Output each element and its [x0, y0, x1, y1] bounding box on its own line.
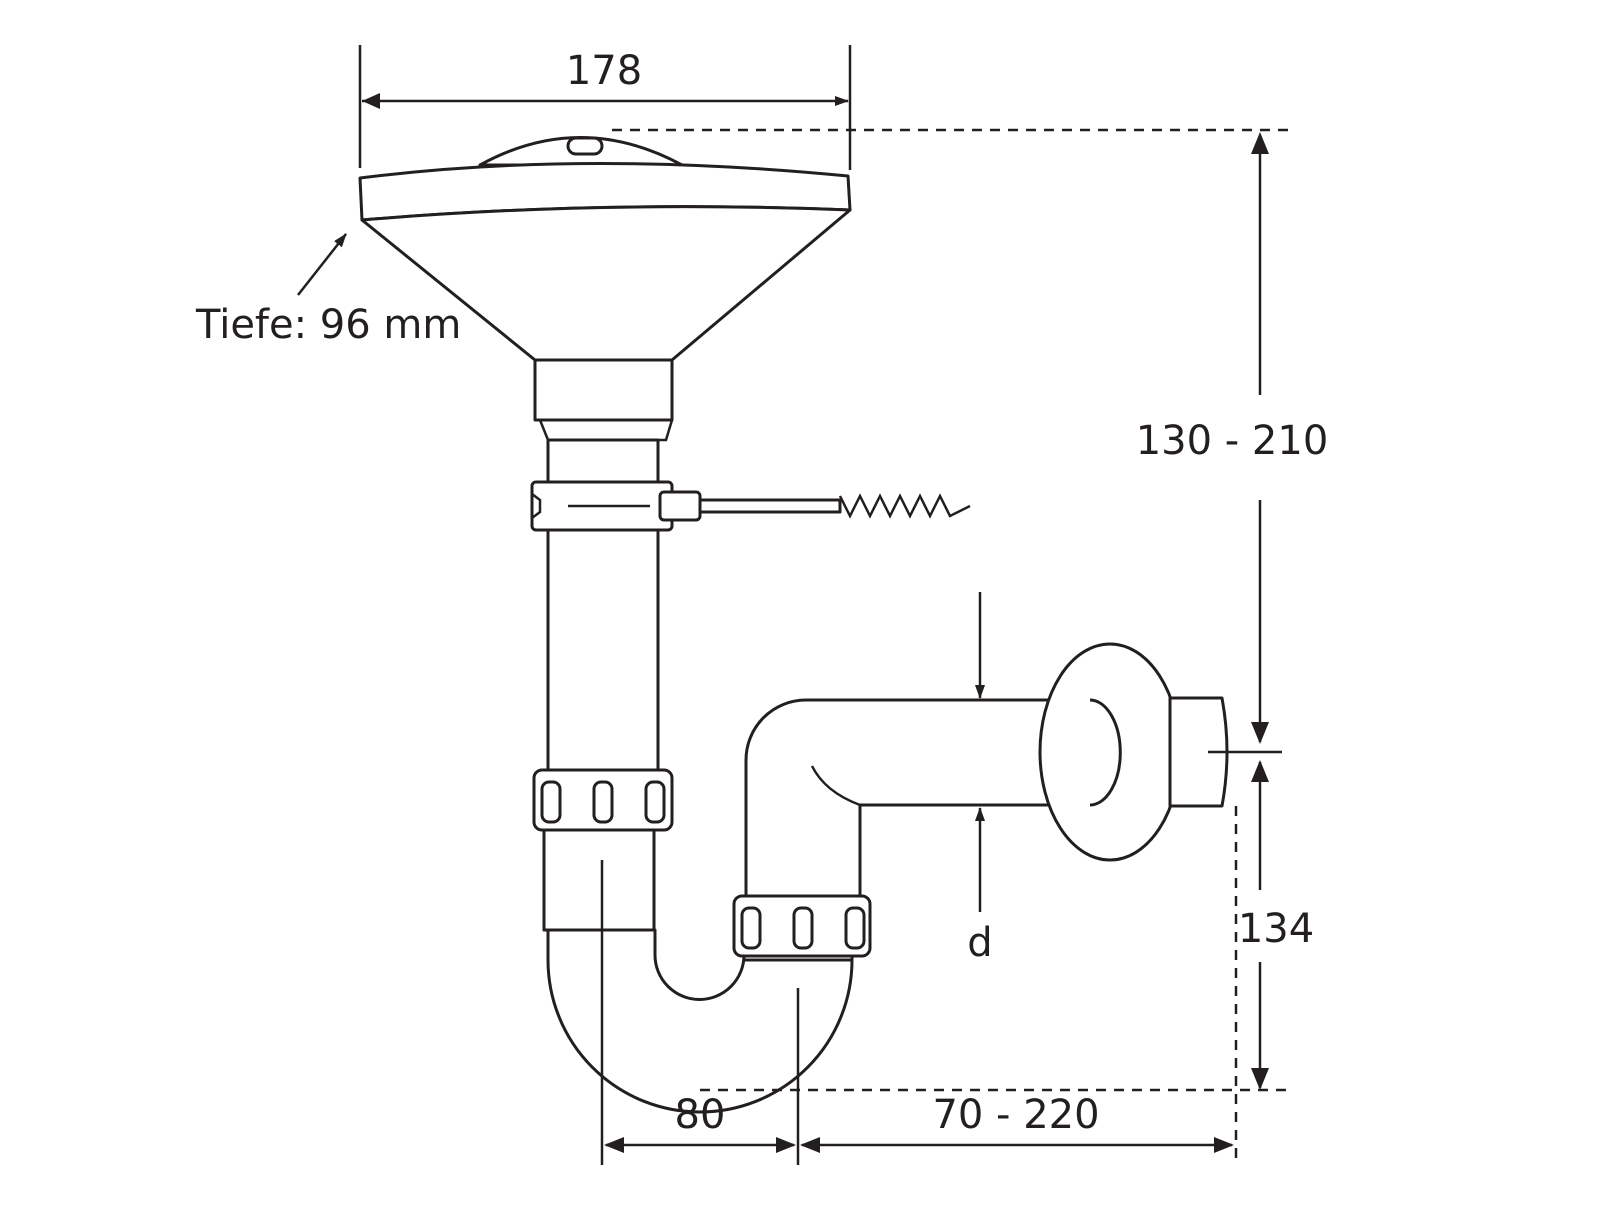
nut-grip-5: [792, 906, 814, 950]
elbow-inner: [810, 765, 861, 807]
nut-grip-6: [844, 906, 866, 950]
nut-grip-2: [592, 780, 614, 824]
bowl-funnel: [360, 205, 852, 362]
screw-shank: [698, 498, 842, 514]
dim-diameter: d: [967, 592, 993, 966]
clamp-notch: [531, 493, 542, 519]
sink-bowl: [358, 136, 852, 442]
screw-thread: [838, 493, 971, 519]
dim-depth: Tiefe: 96 mm: [195, 233, 461, 348]
nut-grip-4: [740, 906, 762, 950]
dim-height-range: 130 - 210: [612, 128, 1329, 754]
nut-grip-3: [644, 780, 666, 824]
dim-width: 178: [358, 45, 852, 170]
screw-head: [658, 490, 702, 522]
arm-end-cap: [1089, 698, 1122, 807]
dim-bottom: 80 70 - 220: [600, 806, 1238, 1165]
wall-socket: [1168, 696, 1229, 808]
neck-taper: [538, 419, 674, 442]
pipe-lower-left: [542, 828, 656, 932]
u-bend-body: [546, 928, 854, 1114]
label-trap-offset: 80: [675, 1092, 726, 1138]
label-diameter: d: [967, 920, 992, 966]
label-depth: Tiefe: 96 mm: [195, 302, 461, 348]
right-union-nut: [732, 894, 872, 958]
overflow-slot: [566, 136, 604, 156]
elbow-and-arm: [744, 698, 1092, 898]
outlet-pipe: [744, 642, 1229, 898]
label-width: 178: [566, 48, 642, 94]
left-union-nut: [532, 768, 674, 832]
nut-grip-1: [540, 780, 562, 824]
label-outlet-height: 134: [1238, 906, 1314, 952]
label-wall-distance: 70 - 220: [932, 1092, 1099, 1138]
label-height-range: 130 - 210: [1136, 418, 1329, 464]
bowl-neck: [533, 358, 674, 422]
